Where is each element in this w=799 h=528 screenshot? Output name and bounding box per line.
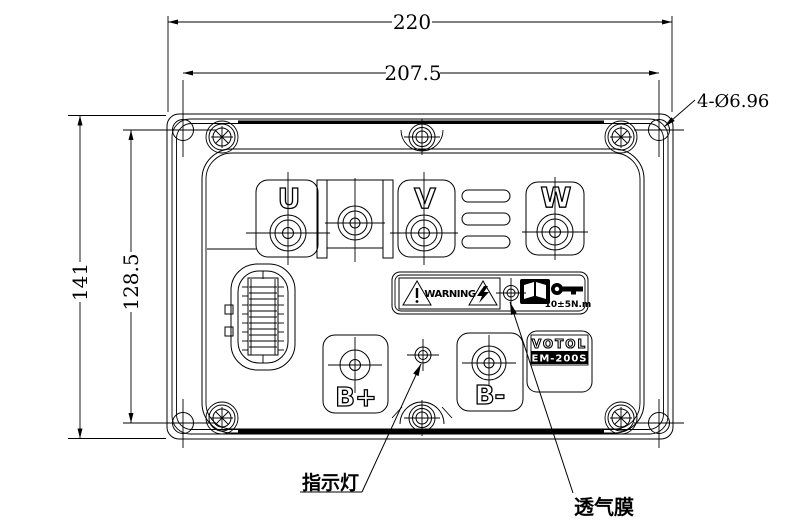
vent-slots bbox=[461, 189, 511, 249]
brand-text: VOTOL bbox=[532, 337, 587, 351]
terminal-pad-b-plus: B+ bbox=[322, 334, 389, 414]
callout-vent-membrane: 透气膜 bbox=[509, 301, 634, 519]
dimension-overall-width: 220 bbox=[167, 10, 673, 112]
dimension-mount-hole-span-height: 128.5 bbox=[119, 130, 143, 423]
dim-mount-width-value: 207.5 bbox=[384, 61, 441, 85]
corner-screw-top-right bbox=[604, 120, 638, 154]
vent-membrane-callout-text: 透气膜 bbox=[574, 495, 634, 519]
terminal-pad-b-minus: B- bbox=[456, 332, 524, 412]
warning-label: WARNING 10±5N.m bbox=[391, 271, 592, 315]
dimension-overall-height: 141 bbox=[68, 115, 166, 439]
connector-tab-upper bbox=[224, 304, 234, 315]
corner-screw-bottom-left bbox=[205, 401, 239, 435]
mounting-hole-callout-text: 4-Ø6.96 bbox=[697, 91, 769, 112]
mounting-hole-top-right bbox=[634, 80, 684, 157]
corner-screw-bottom-right bbox=[604, 401, 638, 435]
callout-indicator-light: 指示灯 bbox=[300, 363, 422, 494]
vent-membrane-hole bbox=[496, 278, 526, 308]
dim-mount-height-value: 128.5 bbox=[119, 253, 143, 310]
terminal-label-b-minus: B- bbox=[475, 381, 506, 411]
dim-overall-height-value: 141 bbox=[68, 263, 92, 301]
warning-triangle-exclamation-icon bbox=[402, 280, 432, 306]
warning-triangle-shock-icon bbox=[468, 280, 498, 306]
mounting-hole-callout: 4-Ø6.96 bbox=[663, 91, 769, 128]
read-manual-icon bbox=[520, 279, 550, 304]
terminal-label-v: V bbox=[414, 182, 436, 215]
terminal-label-b-plus: B+ bbox=[335, 383, 377, 413]
connector-tab-lower bbox=[224, 326, 234, 337]
terminal-label-w: W bbox=[541, 181, 572, 214]
warning-text: WARNING bbox=[424, 289, 475, 300]
indicator-light-callout-text: 指示灯 bbox=[302, 472, 359, 494]
torque-spec-text: 10±5N.m bbox=[545, 300, 592, 310]
indicator-light bbox=[407, 339, 439, 371]
inner-panel bbox=[201, 148, 645, 434]
votol-logo: VOTOL EM-200S bbox=[526, 330, 593, 393]
terminal-middle-stud bbox=[325, 178, 385, 262]
enclosure-body bbox=[166, 113, 674, 440]
dimension-mount-hole-span-width: 207.5 bbox=[183, 61, 659, 85]
terminal-pad-u: U bbox=[246, 172, 330, 265]
bottom-center-screw bbox=[391, 400, 453, 436]
mounting-hole-bottom-right bbox=[634, 399, 684, 448]
terminal-pad-v: V bbox=[390, 172, 458, 265]
terminal-pad-w: W bbox=[522, 177, 588, 260]
signal-connector bbox=[224, 263, 296, 371]
mounting-hole-top-left bbox=[123, 80, 216, 157]
top-center-screw bbox=[400, 119, 444, 155]
torque-wrench-icon bbox=[551, 283, 583, 295]
corner-screw-top-left bbox=[205, 120, 239, 154]
terminal-label-u: U bbox=[278, 182, 301, 215]
mounting-hole-bottom-left bbox=[123, 399, 216, 448]
model-text: EM-200S bbox=[531, 354, 587, 365]
dim-overall-width-value: 220 bbox=[393, 10, 431, 34]
